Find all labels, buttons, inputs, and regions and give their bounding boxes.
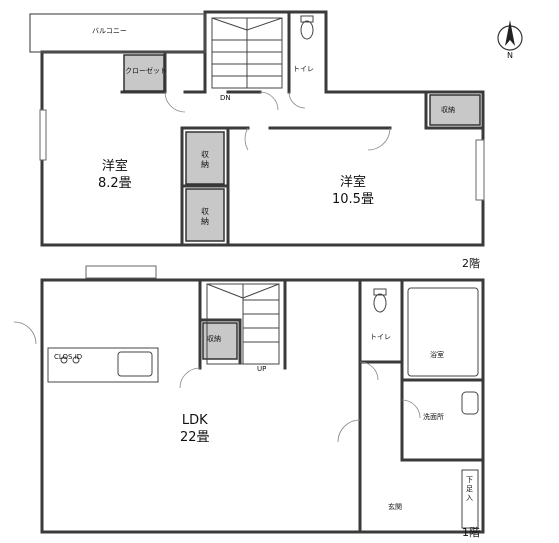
kitchen-counter [47, 347, 159, 383]
window-2f-east [475, 139, 485, 201]
door-swing-west-room [244, 127, 249, 151]
room-west-name: 洋室 [101, 159, 128, 174]
door-swing-closet [164, 91, 186, 113]
room-west-size: 8.2畳 [98, 176, 132, 191]
bath-label: 浴室 [430, 351, 444, 359]
north-label: N [507, 51, 513, 60]
floor-2-label: 2階 [462, 257, 480, 270]
kitchen-sink [117, 351, 153, 377]
washroom-label: 洗面所 [423, 413, 444, 421]
shoebox-cabinet [461, 469, 479, 529]
floor-1-label: 1階 [462, 526, 480, 539]
door-swing-hall [259, 91, 279, 111]
room-ldk-1f: LDK 22畳 [180, 414, 210, 444]
balcony-outline [29, 13, 206, 53]
north-arrow-icon [497, 20, 523, 51]
storage-1f-label: 収納 [207, 335, 221, 343]
closet-block [123, 54, 165, 92]
room-east-size: 10.5畳 [332, 192, 374, 207]
closet-label: クローゼット [125, 67, 167, 75]
washbasin [461, 391, 479, 415]
window-1f-north [85, 265, 157, 279]
room-east-2f: 洋室 10.5畳 [332, 176, 374, 206]
kitchen-mark-label: CLOS ID [54, 353, 83, 361]
bathtub [407, 287, 479, 377]
storage-1f-block [202, 322, 238, 360]
toilet-1f-bowl [373, 293, 387, 313]
door-swing-east-room [367, 127, 391, 151]
stair-dn-label: DN [220, 94, 231, 102]
storage-tr-block [429, 94, 481, 126]
room-east-name: 洋室 [339, 175, 366, 190]
door-swing-west-1f [13, 321, 37, 345]
storage-mid-1-label: 収納 [201, 150, 209, 169]
storage-tr-label: 収納 [441, 106, 455, 114]
stair-up-label: UP [257, 365, 267, 373]
door-swing-wash [401, 399, 421, 419]
toilet-2f-bowl [300, 20, 314, 40]
shoebox-label: 下足入 [466, 476, 473, 502]
storage-mid-2-label: 収納 [201, 207, 209, 226]
entrance-label: 玄関 [388, 503, 402, 511]
room-west-2f: 洋室 8.2畳 [98, 160, 132, 190]
ldk-size: 22畳 [180, 430, 210, 445]
window-2f-west [39, 109, 47, 161]
storage-mid-1-block [185, 131, 225, 185]
toilet-1f-label: トイレ [370, 333, 391, 341]
balcony-label: バルコニー [92, 27, 127, 35]
door-swing-toilet-2f [288, 91, 306, 109]
door-swing-toilet-1f [359, 361, 379, 381]
toilet-2f-label: トイレ [293, 65, 314, 73]
door-swing-ldk [179, 367, 201, 389]
storage-mid-2-block [185, 188, 225, 242]
door-swing-ldk-hall [337, 419, 361, 443]
ldk-name: LDK [181, 413, 208, 428]
